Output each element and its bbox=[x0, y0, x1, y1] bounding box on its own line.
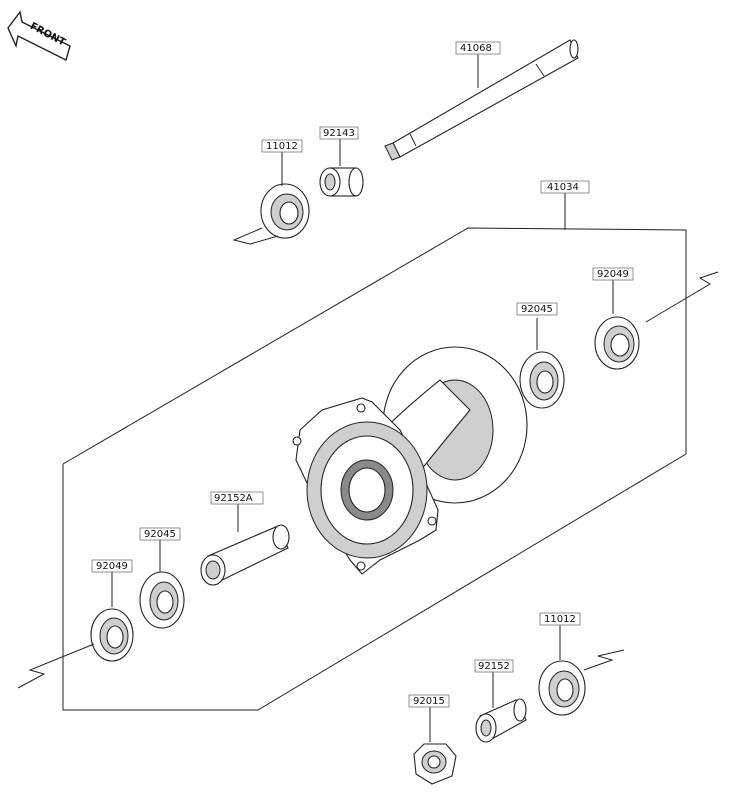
wheel-hub bbox=[292, 346, 528, 575]
collar-bottom bbox=[475, 698, 527, 743]
bearing-right bbox=[519, 351, 565, 409]
nut bbox=[413, 743, 457, 785]
seal-left bbox=[90, 608, 134, 662]
collar-top bbox=[319, 167, 364, 197]
label-92049-right: 92049 bbox=[597, 269, 629, 280]
label-92015: 92015 bbox=[413, 696, 445, 707]
spacer bbox=[200, 524, 290, 586]
label-11012-bottom: 11012 bbox=[544, 614, 576, 625]
seal-right bbox=[594, 316, 640, 370]
bearing-bottom bbox=[538, 660, 586, 716]
label-92152: 92152 bbox=[478, 661, 510, 672]
label-41068: 41068 bbox=[460, 43, 492, 54]
label-92049-left: 92049 bbox=[96, 561, 128, 572]
front-arrow-icon: FRONT bbox=[7, 10, 71, 62]
label-11012-top: 11012 bbox=[266, 141, 298, 152]
bearing-top bbox=[260, 183, 310, 239]
label-92045-right: 92045 bbox=[521, 304, 553, 315]
bearing-left bbox=[139, 571, 185, 629]
label-92143: 92143 bbox=[323, 128, 355, 139]
label-92045-left: 92045 bbox=[144, 529, 176, 540]
label-41034: 41034 bbox=[547, 182, 579, 193]
label-92152A: 92152A bbox=[214, 493, 253, 504]
axle bbox=[384, 39, 579, 161]
